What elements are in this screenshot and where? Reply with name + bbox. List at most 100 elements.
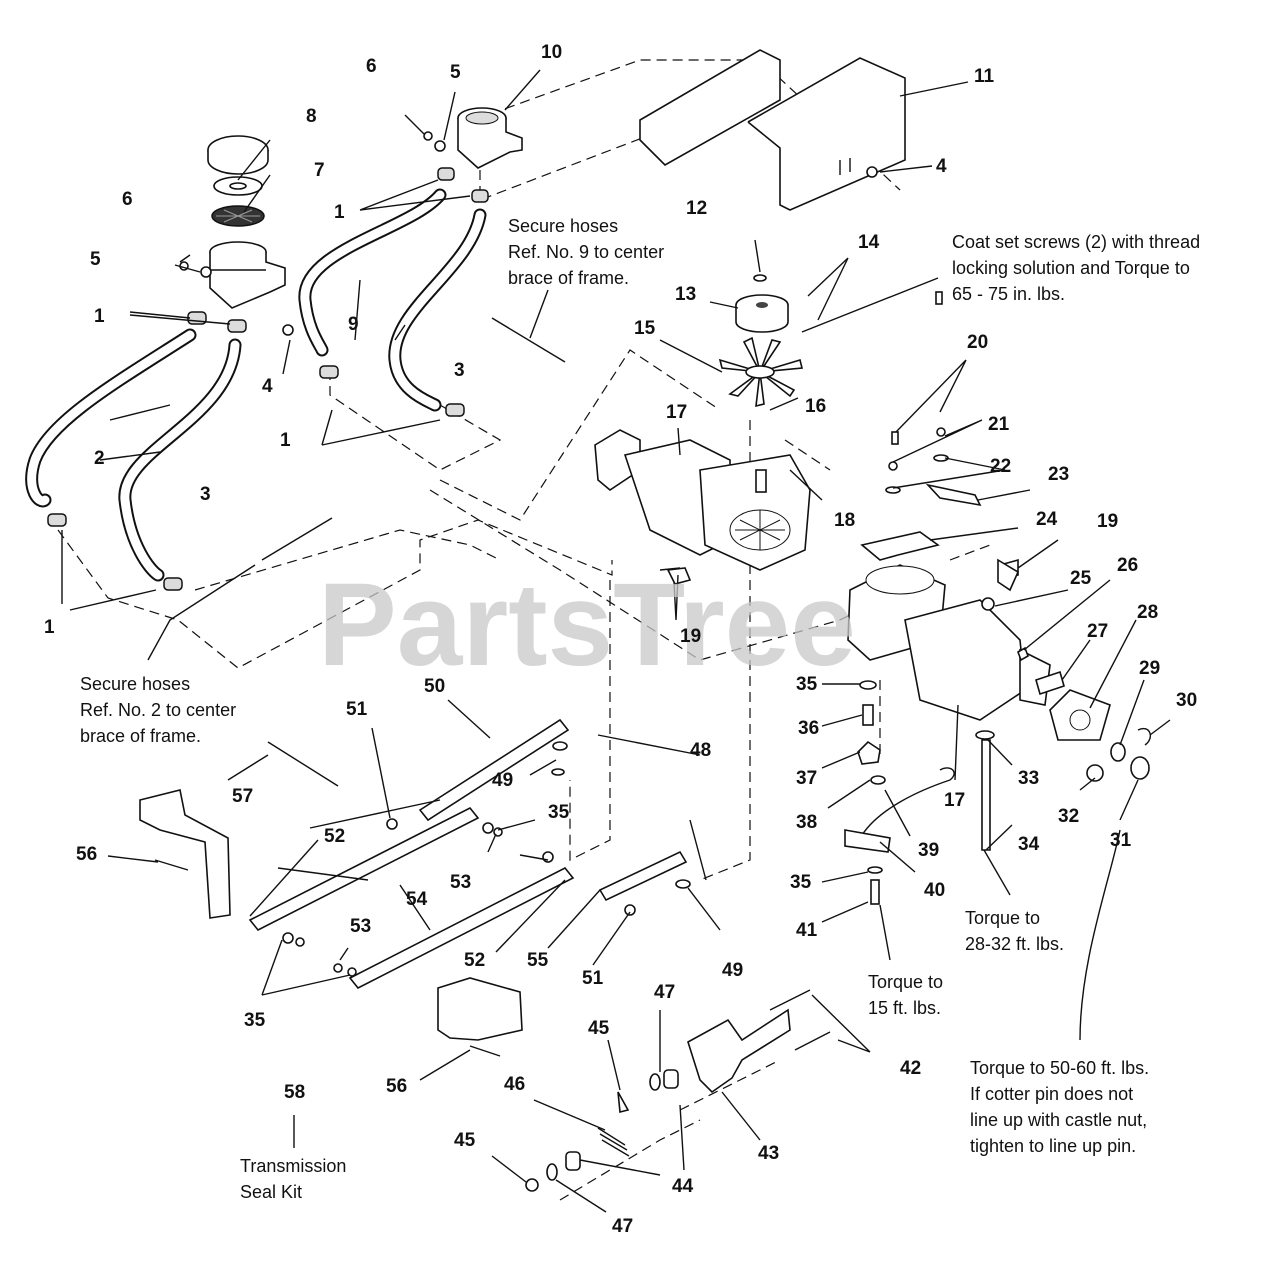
label-37: 37 <box>796 768 817 789</box>
label-5: 5 <box>90 249 101 270</box>
note-hoses-9: Secure hoses Ref. No. 9 to center brace … <box>508 216 664 288</box>
linkage-rods <box>248 718 691 990</box>
svg-text:65 - 75 in. lbs.: 65 - 75 in. lbs. <box>952 284 1065 304</box>
label-14: 14 <box>858 232 880 253</box>
note-torque-50-60: Torque to 50-60 ft. lbs. If cotter pin d… <box>970 1058 1149 1156</box>
leader-lines <box>61 69 1171 1213</box>
label-47: 47 <box>654 982 675 1003</box>
note-seal-kit: Transmission Seal Kit <box>240 1156 346 1202</box>
label-5: 5 <box>450 62 461 83</box>
part-number-labels: 6 5 10 11 8 7 4 6 1 12 14 5 13 1 9 15 20… <box>44 42 1197 1237</box>
hose-9 <box>298 188 487 417</box>
label-1: 1 <box>94 306 105 327</box>
reservoir-tank-left <box>209 241 286 309</box>
svg-text:28-32 ft. lbs.: 28-32 ft. lbs. <box>965 934 1064 954</box>
label-13: 13 <box>675 284 696 305</box>
label-45: 45 <box>588 1018 610 1039</box>
label-31: 31 <box>1110 830 1132 851</box>
label-20: 20 <box>967 332 988 353</box>
note-set-screws-torque: Coat set screws (2) with thread locking … <box>952 232 1200 304</box>
label-54: 54 <box>406 889 428 910</box>
note-torque-15: Torque to 15 ft. lbs. <box>868 972 943 1018</box>
label-1: 1 <box>280 430 291 451</box>
label-27: 27 <box>1087 621 1108 642</box>
transmission-17-left <box>594 429 811 585</box>
hub-hardware <box>975 597 1152 851</box>
label-24: 24 <box>1036 509 1058 530</box>
label-4: 4 <box>262 376 273 397</box>
label-29: 29 <box>1139 658 1160 679</box>
label-38: 38 <box>796 812 817 833</box>
control-stack-35-41 <box>844 680 955 905</box>
label-42: 42 <box>900 1058 921 1079</box>
label-48: 48 <box>690 740 711 761</box>
label-6: 6 <box>366 56 377 77</box>
label-41: 41 <box>796 920 818 941</box>
label-53: 53 <box>450 872 471 893</box>
svg-text:Seal Kit: Seal Kit <box>240 1182 302 1202</box>
label-47: 47 <box>612 1216 633 1237</box>
label-51: 51 <box>346 699 368 720</box>
mount-bracket-56 <box>139 789 523 1057</box>
label-56: 56 <box>386 1076 407 1097</box>
cable-tie-3 <box>261 317 566 787</box>
label-7: 7 <box>314 160 325 181</box>
reservoir-tank-10 <box>423 107 523 203</box>
label-53: 53 <box>350 916 371 937</box>
label-36: 36 <box>798 718 819 739</box>
label-46: 46 <box>504 1074 525 1095</box>
label-26: 26 <box>1117 555 1138 576</box>
label-3: 3 <box>200 484 211 505</box>
label-18: 18 <box>834 510 855 531</box>
label-12: 12 <box>686 198 707 219</box>
label-33: 33 <box>1018 768 1039 789</box>
note-hoses-2: Secure hoses Ref. No. 2 to center brace … <box>80 674 236 746</box>
label-35: 35 <box>548 802 570 823</box>
label-49: 49 <box>722 960 743 981</box>
svg-text:Secure hoses: Secure hoses <box>80 674 190 694</box>
svg-text:brace of frame.: brace of frame. <box>508 268 629 288</box>
fan-15 <box>718 336 804 408</box>
label-22: 22 <box>990 456 1011 477</box>
label-19: 19 <box>1097 511 1118 532</box>
shroud-11 <box>639 49 906 211</box>
label-34: 34 <box>1018 834 1040 855</box>
label-50: 50 <box>424 676 445 697</box>
svg-text:locking solution and Torque to: locking solution and Torque to <box>952 258 1190 278</box>
label-52: 52 <box>324 826 345 847</box>
label-58: 58 <box>284 1082 305 1103</box>
svg-text:Ref. No. 9 to center: Ref. No. 9 to center <box>508 242 664 262</box>
label-10: 10 <box>541 42 562 63</box>
svg-text:Secure hoses: Secure hoses <box>508 216 618 236</box>
svg-text:Torque to 50-60 ft. lbs.: Torque to 50-60 ft. lbs. <box>970 1058 1149 1078</box>
svg-text:Coat set screws (2) with threa: Coat set screws (2) with thread <box>952 232 1200 252</box>
label-32: 32 <box>1058 806 1079 827</box>
label-49: 49 <box>492 770 513 791</box>
label-3: 3 <box>454 360 465 381</box>
svg-text:Torque to: Torque to <box>868 972 943 992</box>
label-57: 57 <box>232 786 253 807</box>
label-16: 16 <box>805 396 826 417</box>
label-1: 1 <box>44 617 55 638</box>
label-4: 4 <box>936 156 947 177</box>
svg-text:tighten to line up pin.: tighten to line up pin. <box>970 1136 1136 1156</box>
label-19: 19 <box>680 626 701 647</box>
label-17: 17 <box>944 790 965 811</box>
label-43: 43 <box>758 1143 779 1164</box>
svg-text:brace of frame.: brace of frame. <box>80 726 201 746</box>
label-35: 35 <box>796 674 818 695</box>
svg-text:15 ft. lbs.: 15 ft. lbs. <box>868 998 941 1018</box>
svg-text:line up with castle nut,: line up with castle nut, <box>970 1110 1147 1130</box>
label-40: 40 <box>924 880 945 901</box>
svg-text:If cotter pin does not: If cotter pin does not <box>970 1084 1133 1104</box>
transmission-17-right <box>659 558 1111 741</box>
note-torque-28-32: Torque to 28-32 ft. lbs. <box>965 908 1064 954</box>
label-1: 1 <box>334 202 345 223</box>
label-15: 15 <box>634 318 656 339</box>
label-56: 56 <box>76 844 97 865</box>
label-45: 45 <box>454 1130 476 1151</box>
hose-2-left <box>25 328 242 582</box>
label-55: 55 <box>527 950 549 971</box>
label-39: 39 <box>918 840 939 861</box>
